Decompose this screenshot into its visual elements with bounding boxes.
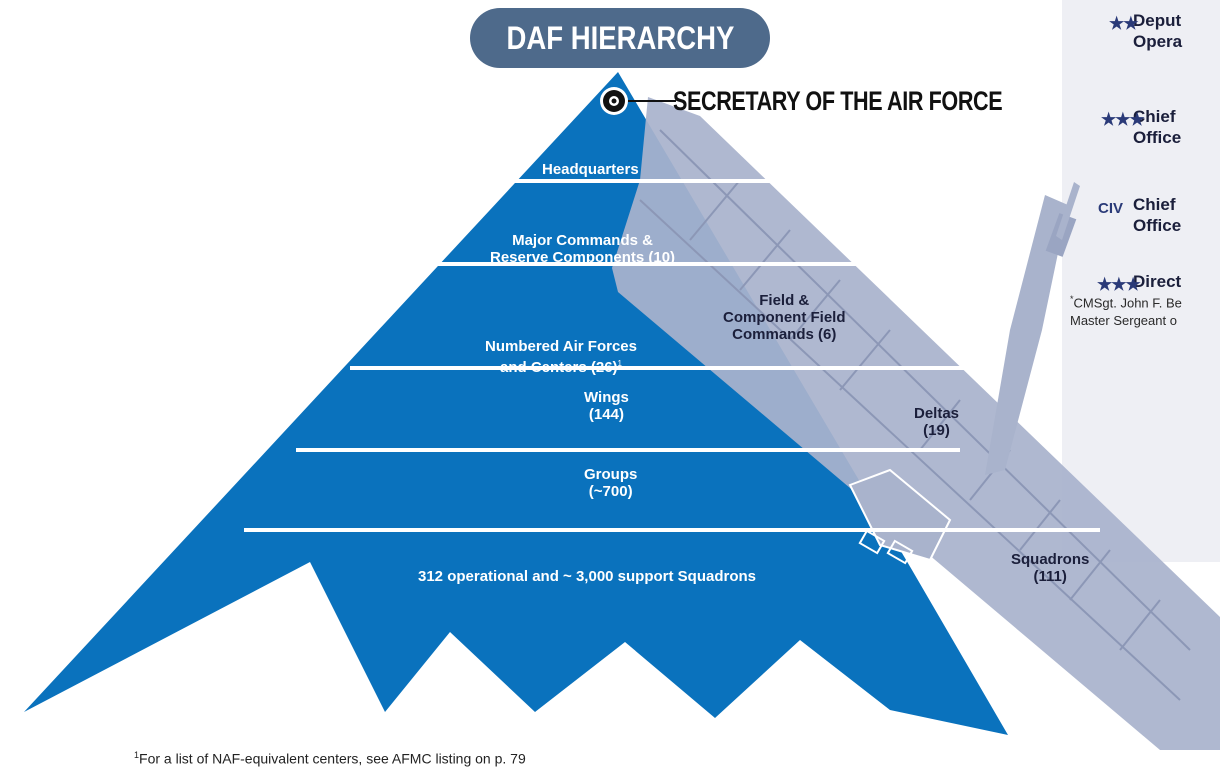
footnote: 1For a list of NAF-equivalent centers, s… — [134, 750, 526, 767]
two-star-icon: ★★ — [1109, 14, 1139, 33]
level-numbered-air-forces: Numbered Air Forces and Centers (26)1 — [485, 338, 637, 376]
page-title: DAF HIERARCHY — [506, 19, 734, 56]
side-panel-note: *CMSgt. John F. Be Master Sergeant o — [1070, 294, 1182, 329]
title-pill: DAF HIERARCHY — [470, 8, 770, 68]
side-entry-4: ★★★ Direct — [1097, 272, 1182, 294]
level-headquarters: Headquarters — [542, 161, 639, 178]
side-panel — [1062, 0, 1220, 562]
level-wings: Wings (144) — [584, 389, 629, 423]
space-deltas: Deltas (19) — [914, 405, 960, 439]
side-entry-3: CIV Chief Office — [1098, 195, 1182, 235]
secaf-marker — [600, 87, 676, 115]
three-star-icon: ★★★ — [1097, 275, 1141, 294]
space-field-commands: Field & Component Field Commands (6) — [723, 292, 846, 343]
side-entry-1: ★★ Deput Opera — [1109, 11, 1183, 51]
side-entry-2: ★★★ Chief Office — [1101, 107, 1182, 147]
three-star-icon: ★★★ — [1101, 110, 1145, 129]
level-major-commands: Major Commands & Reserve Components (10) — [490, 232, 676, 266]
level-groups: Groups (~700) — [584, 466, 638, 500]
space-squadrons: Squadrons (111) — [1011, 551, 1090, 585]
level-dividers — [244, 179, 1100, 532]
civ-rank-label: CIV — [1098, 200, 1124, 217]
air-force-pyramid — [24, 72, 1008, 735]
level-squadrons: 312 operational and ~ 3,000 support Squa… — [418, 568, 757, 585]
satellite-graphic — [612, 97, 1220, 750]
secretary-label: SECRETARY OF THE AIR FORCE — [673, 86, 1003, 116]
